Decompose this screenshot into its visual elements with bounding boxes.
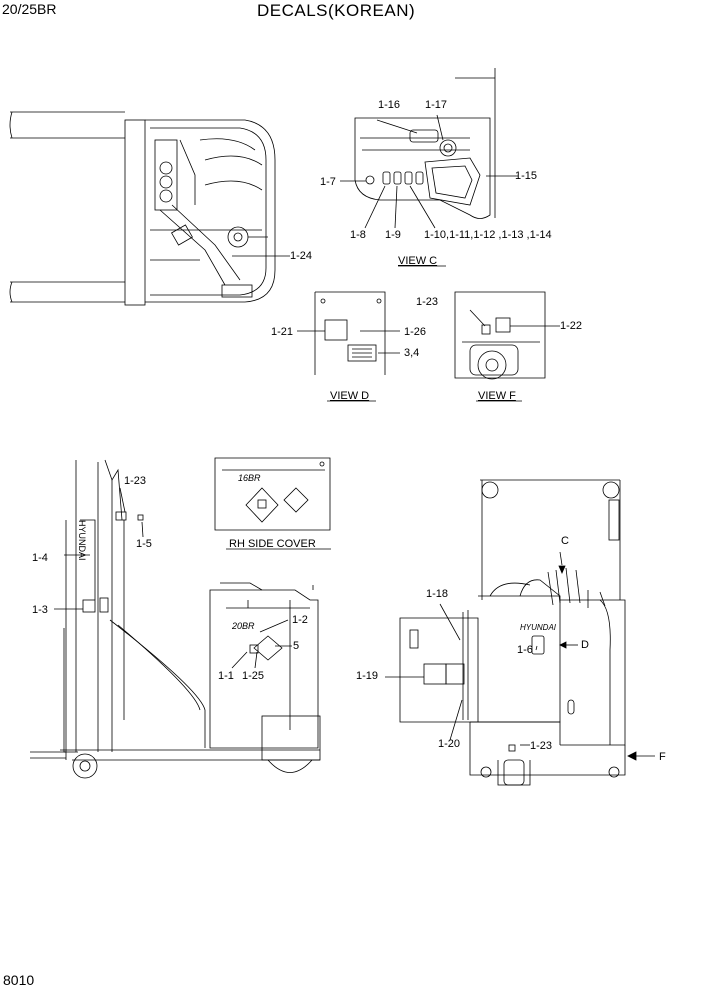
callout-1-21: 1-21 [271, 326, 294, 338]
model-badge-cover: 16BR [238, 473, 261, 483]
callout-1-7: 1-7 [320, 176, 336, 188]
callout-1-26: 1-26 [404, 326, 427, 338]
callout-1-23-rear: 1-23 [530, 740, 553, 752]
callout-c: C [561, 535, 569, 547]
page-title: DECALS(KOREAN) [257, 1, 416, 20]
view-d-drawing [297, 291, 400, 402]
page-number: 8010 [3, 972, 35, 988]
callout-1-23-view-f: 1-23 [416, 296, 439, 308]
callout-1-20: 1-20 [438, 738, 461, 750]
view-c-caption: VIEW C [398, 255, 438, 267]
callout-1-8: 1-8 [350, 229, 366, 241]
hyundai-rear-decal: HYUNDAI [520, 623, 557, 632]
callout-1-4: 1-4 [32, 552, 48, 564]
callout-1-23-side: 1-23 [124, 475, 147, 487]
view-c-drawing [340, 68, 518, 267]
callout-5: 5 [293, 640, 300, 652]
rear-view-drawing [385, 479, 655, 786]
view-f-caption: VIEW F [478, 390, 516, 402]
callout-1-16: 1-16 [378, 99, 401, 111]
callout-1-6: 1-6 [517, 644, 533, 656]
callout-f: F [659, 751, 666, 763]
callout-1-15: 1-15 [515, 170, 538, 182]
callout-1-18: 1-18 [426, 588, 449, 600]
callout-1-5: 1-5 [136, 538, 152, 550]
top-view-drawing [9, 111, 290, 306]
callout-1-24: 1-24 [290, 250, 313, 262]
callout-3-4: 3,4 [404, 347, 420, 359]
callout-1-1: 1-1 [218, 670, 234, 682]
callout-1-25: 1-25 [242, 670, 265, 682]
callout-1-3: 1-3 [32, 604, 48, 616]
callout-1-17: 1-17 [425, 99, 448, 111]
callout-1-19: 1-19 [356, 670, 379, 682]
callout-1-22: 1-22 [560, 320, 583, 332]
callout-1-9: 1-9 [385, 229, 401, 241]
view-d-caption: VIEW D [330, 390, 370, 402]
model-badge-side: 20BR [232, 621, 255, 631]
model-code: 20/25BR [2, 1, 57, 17]
callout-1-10-to-1-14: 1-10,1-11,1-12 ,1-13 ,1-14 [424, 229, 552, 241]
callout-d: D [581, 639, 589, 651]
side-view-drawing [30, 459, 321, 779]
hyundai-vertical-decal: HYUNDAI [77, 520, 87, 561]
rh-side-cover-caption: RH SIDE COVER [229, 538, 316, 550]
view-f-drawing [454, 291, 560, 402]
rh-side-cover-drawing [214, 457, 331, 550]
callout-1-2: 1-2 [292, 614, 308, 626]
